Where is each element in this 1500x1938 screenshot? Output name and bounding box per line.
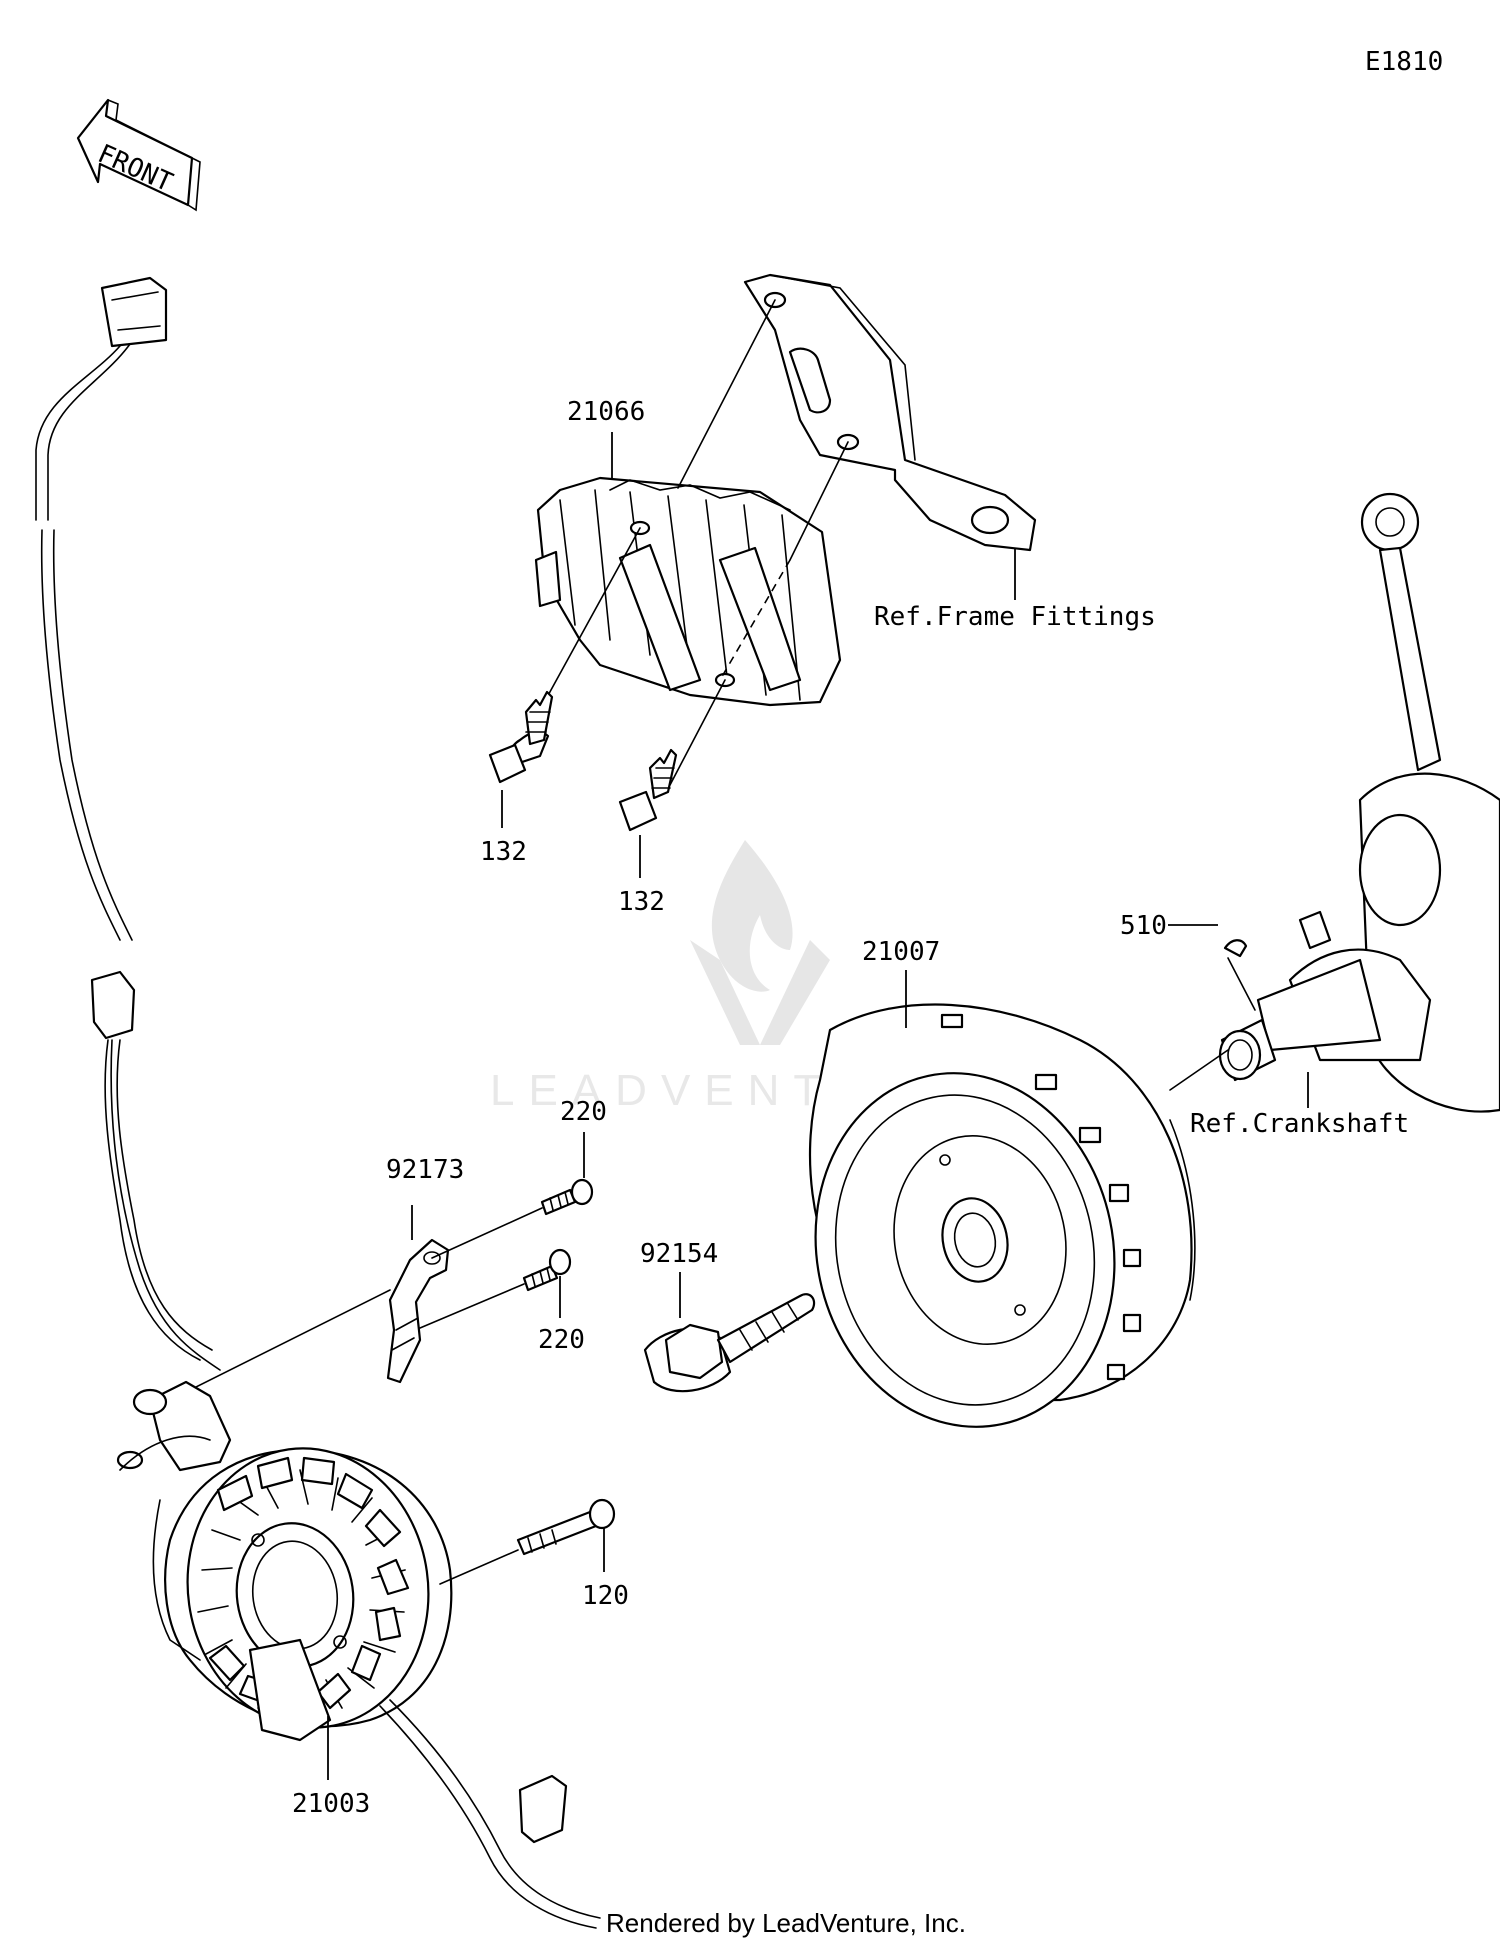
frame-ref-label: Ref.Frame Fittings: [874, 602, 1156, 632]
screw-line-2: [419, 1283, 525, 1329]
key-label: 510: [1120, 911, 1167, 941]
crank-ref-label: Ref.Crankshaft: [1190, 1109, 1409, 1139]
screw-220-bottom: [522, 1248, 572, 1292]
bolt-132-right: [618, 748, 678, 832]
mount-dash-1: [719, 559, 791, 681]
bolt-132-left: [488, 690, 554, 784]
front-arrow-icon: FRONT: [76, 98, 201, 212]
key-axis-line: [1227, 957, 1256, 1011]
stator-bolt-line: [439, 1549, 519, 1585]
bolt-left-label: 132: [480, 837, 527, 867]
screw-220-top: [540, 1178, 594, 1216]
bolt-right-label: 132: [618, 887, 665, 917]
screw-bottom-label: 220: [538, 1325, 585, 1355]
mount-line-1: [677, 299, 776, 489]
rotor-label: 21007: [862, 937, 940, 967]
crank-axis-line: [1169, 1049, 1229, 1091]
stator-label: 21003: [292, 1789, 370, 1819]
rotor-bolt-label: 92154: [640, 1239, 718, 1269]
diagram-code: E1810: [1365, 47, 1443, 77]
rotor-bolt: [643, 1293, 816, 1393]
wire-clamp: [386, 1238, 450, 1384]
regulator-label: 21066: [567, 397, 645, 427]
stator-lead-wire: [379, 1699, 601, 1929]
clamp-label: 92173: [386, 1155, 464, 1185]
wiring-harness: [35, 276, 221, 1371]
stator: [116, 1380, 453, 1742]
regulator-rectifier: [534, 476, 842, 707]
frame-bracket: [743, 273, 1037, 552]
crankshaft: [1218, 492, 1500, 1113]
screw-line-1: [431, 1207, 543, 1259]
footer-credit: Rendered by LeadVenture, Inc.: [606, 1908, 966, 1938]
rotor-flywheel: [808, 1003, 1196, 1428]
mount-line-3: [539, 527, 641, 711]
woodruff-key: [1223, 939, 1248, 958]
mount-line-4: [669, 679, 726, 786]
clamp-line: [169, 1289, 391, 1401]
stator-bolt: [516, 1498, 616, 1556]
mount-line-2: [789, 441, 849, 561]
stator-bolt-label: 120: [582, 1581, 629, 1611]
screw-top-label: 220: [560, 1097, 607, 1127]
